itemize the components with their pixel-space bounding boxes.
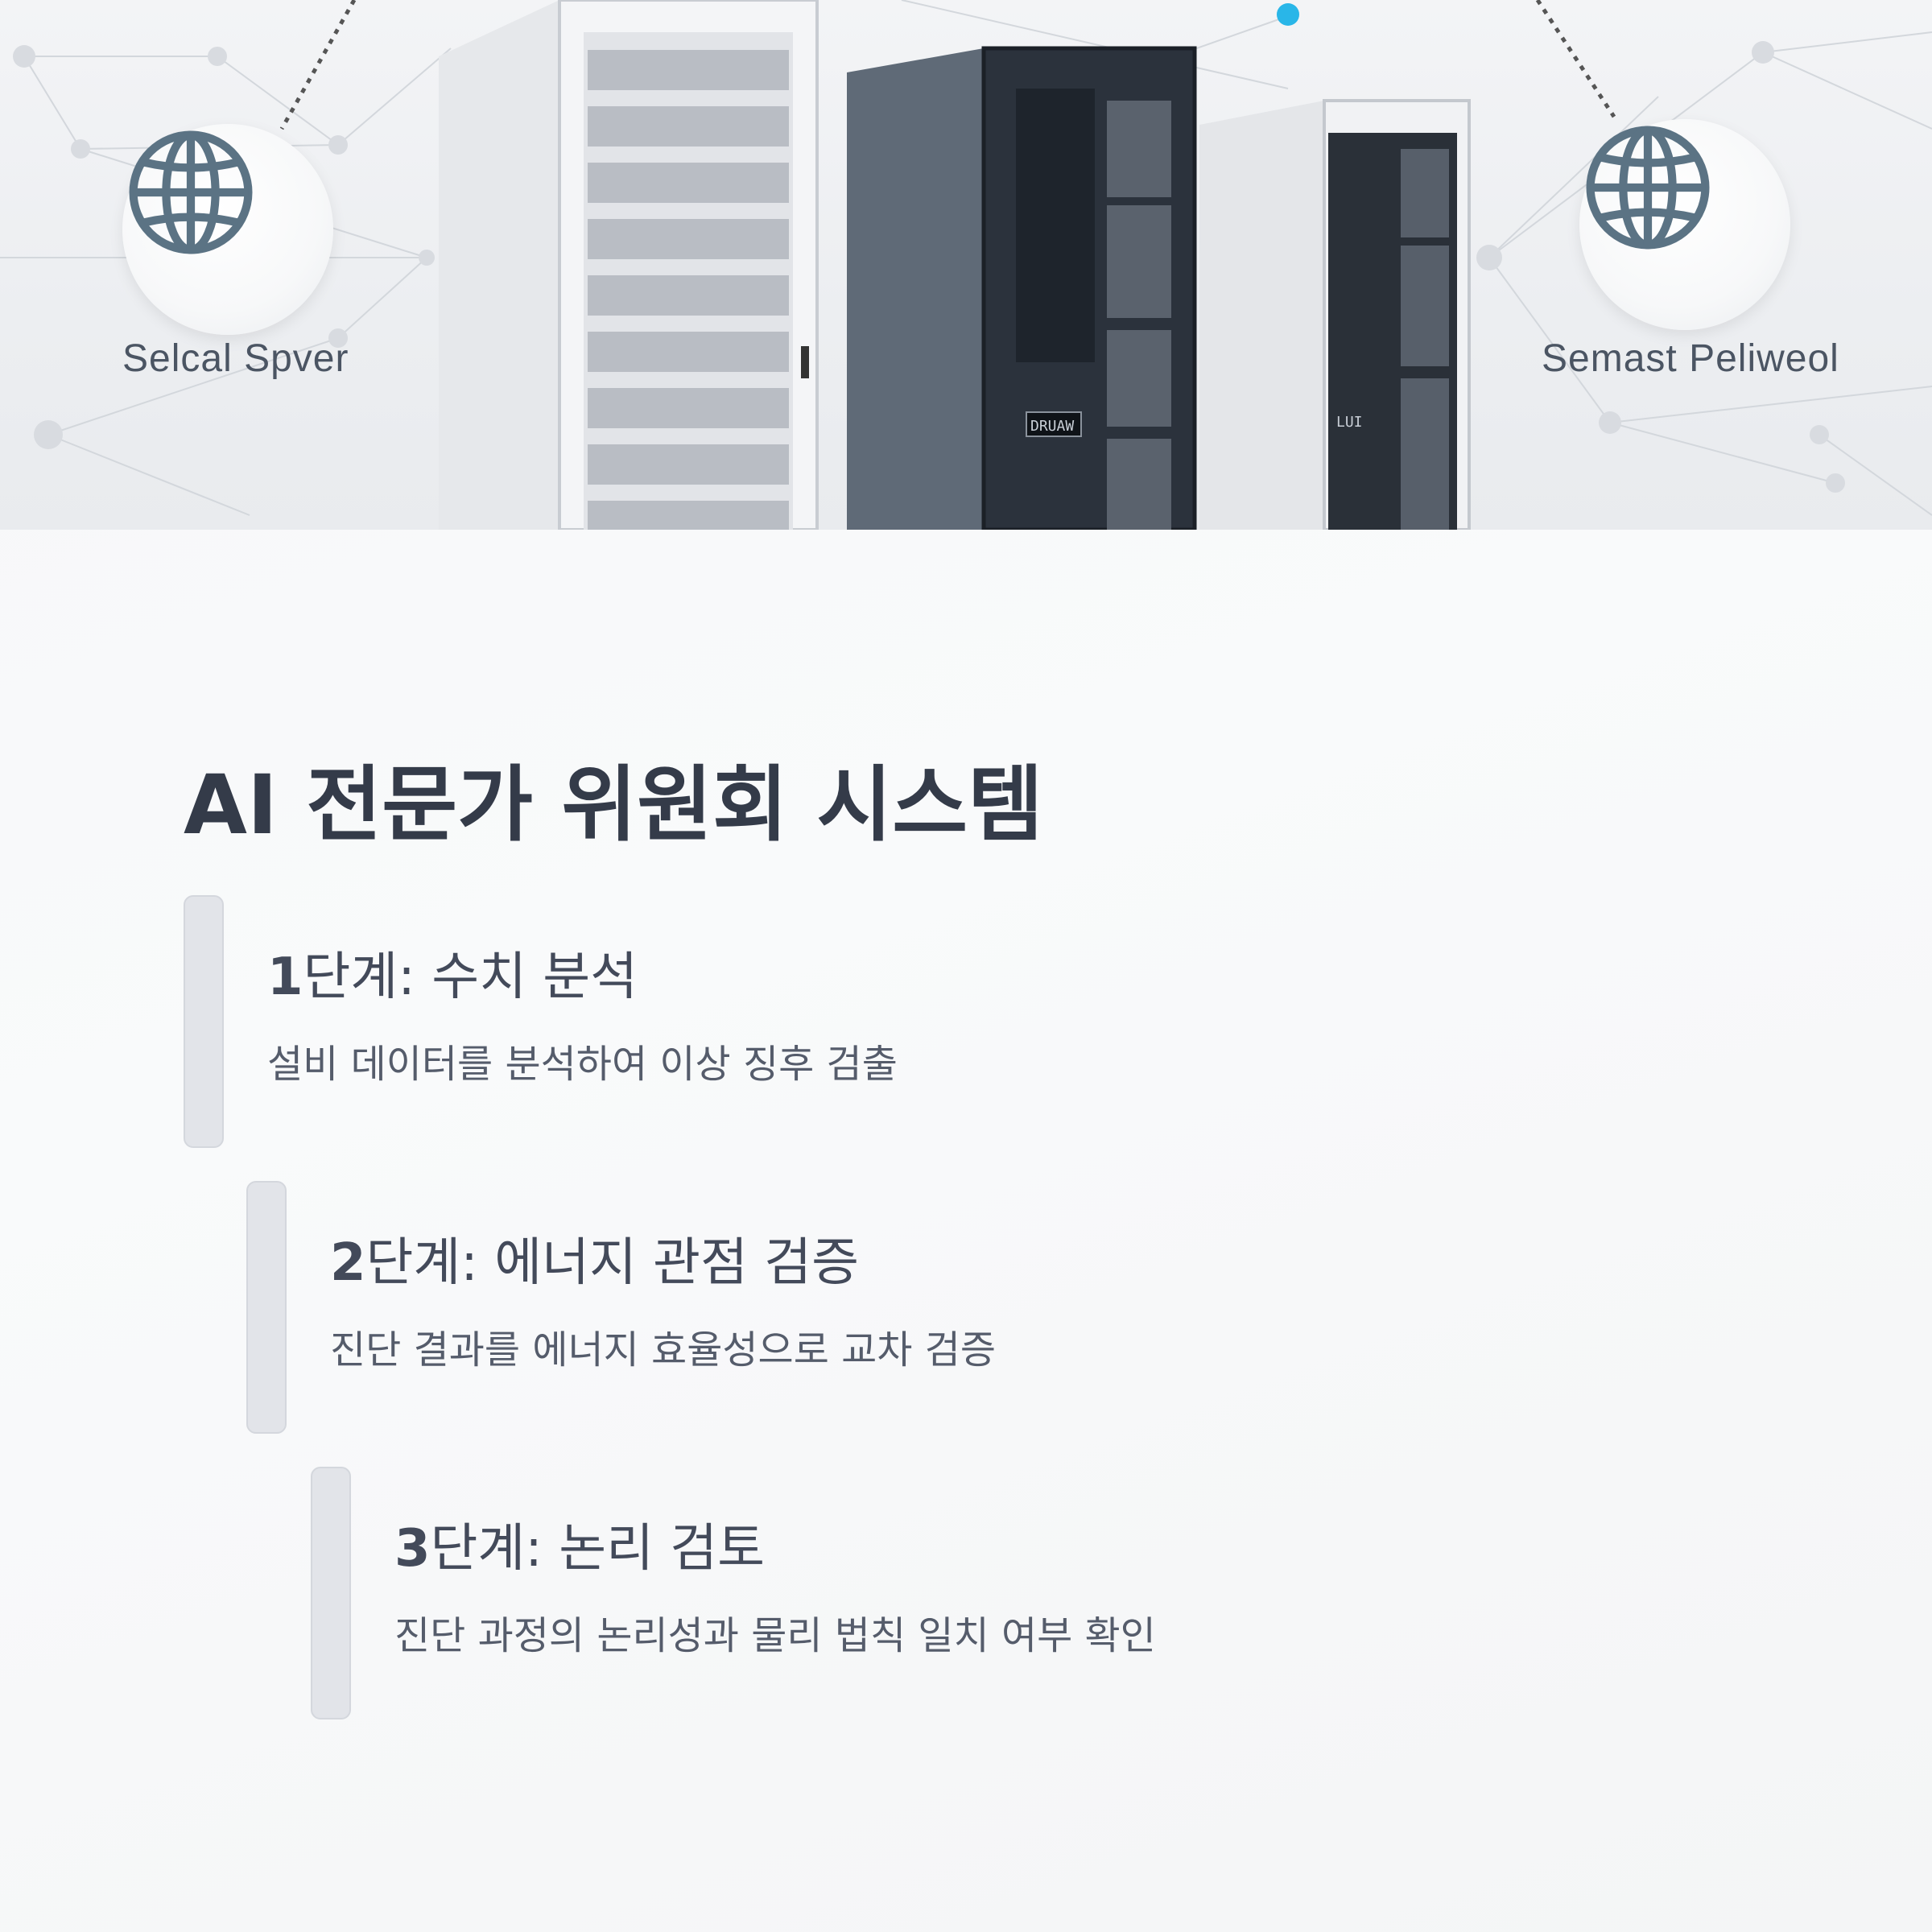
step-number: 1: [267, 947, 303, 1007]
step-number: 2: [330, 1233, 366, 1293]
step-description: 진단 과정의 논리성과 물리 법칙 일치 여부 확인: [394, 1613, 1156, 1658]
step-number: 3: [394, 1519, 431, 1579]
globe-icon: [1586, 126, 1710, 250]
network-background: DRUAW LUI: [0, 0, 1932, 530]
step-label: 단계: 수치 분석: [303, 947, 638, 1007]
svg-text:LUI: LUI: [1336, 414, 1363, 431]
hero-banner: DRUAW LUI Selcal Spver: [0, 0, 1932, 530]
svg-text:DRUAW: DRUAW: [1030, 418, 1074, 435]
step-marker: [311, 1467, 351, 1719]
step-description: 진단 결과를 에너지 효율성으로 교차 검증: [330, 1327, 997, 1373]
step-title: 2단계: 에너지 관점 검증: [330, 1221, 859, 1295]
step-description: 설비 데이터를 분석하여 이상 징후 검출: [267, 1042, 898, 1087]
server-rack-right: LUI: [1199, 99, 1471, 530]
hero-label-right: Semast Peliweol: [1542, 337, 1839, 380]
globe-icon: [129, 130, 253, 254]
globe-badge-right: [1579, 119, 1790, 330]
step-marker: [184, 895, 224, 1148]
page-title: AI 전문가 위원회 시스템: [184, 758, 1043, 853]
step-label: 단계: 에너지 관점 검증: [365, 1233, 860, 1293]
step-title: 1단계: 수치 분석: [267, 935, 638, 1009]
step-title: 3단계: 논리 검토: [394, 1507, 765, 1581]
hero-label-left: Selcal Spver: [122, 337, 349, 380]
step-marker: [246, 1181, 287, 1434]
step-label: 단계: 논리 검토: [430, 1519, 766, 1579]
server-rack-white: [439, 0, 819, 530]
globe-badge-left: [122, 124, 333, 335]
server-rack-dark: DRUAW: [847, 46, 1197, 530]
